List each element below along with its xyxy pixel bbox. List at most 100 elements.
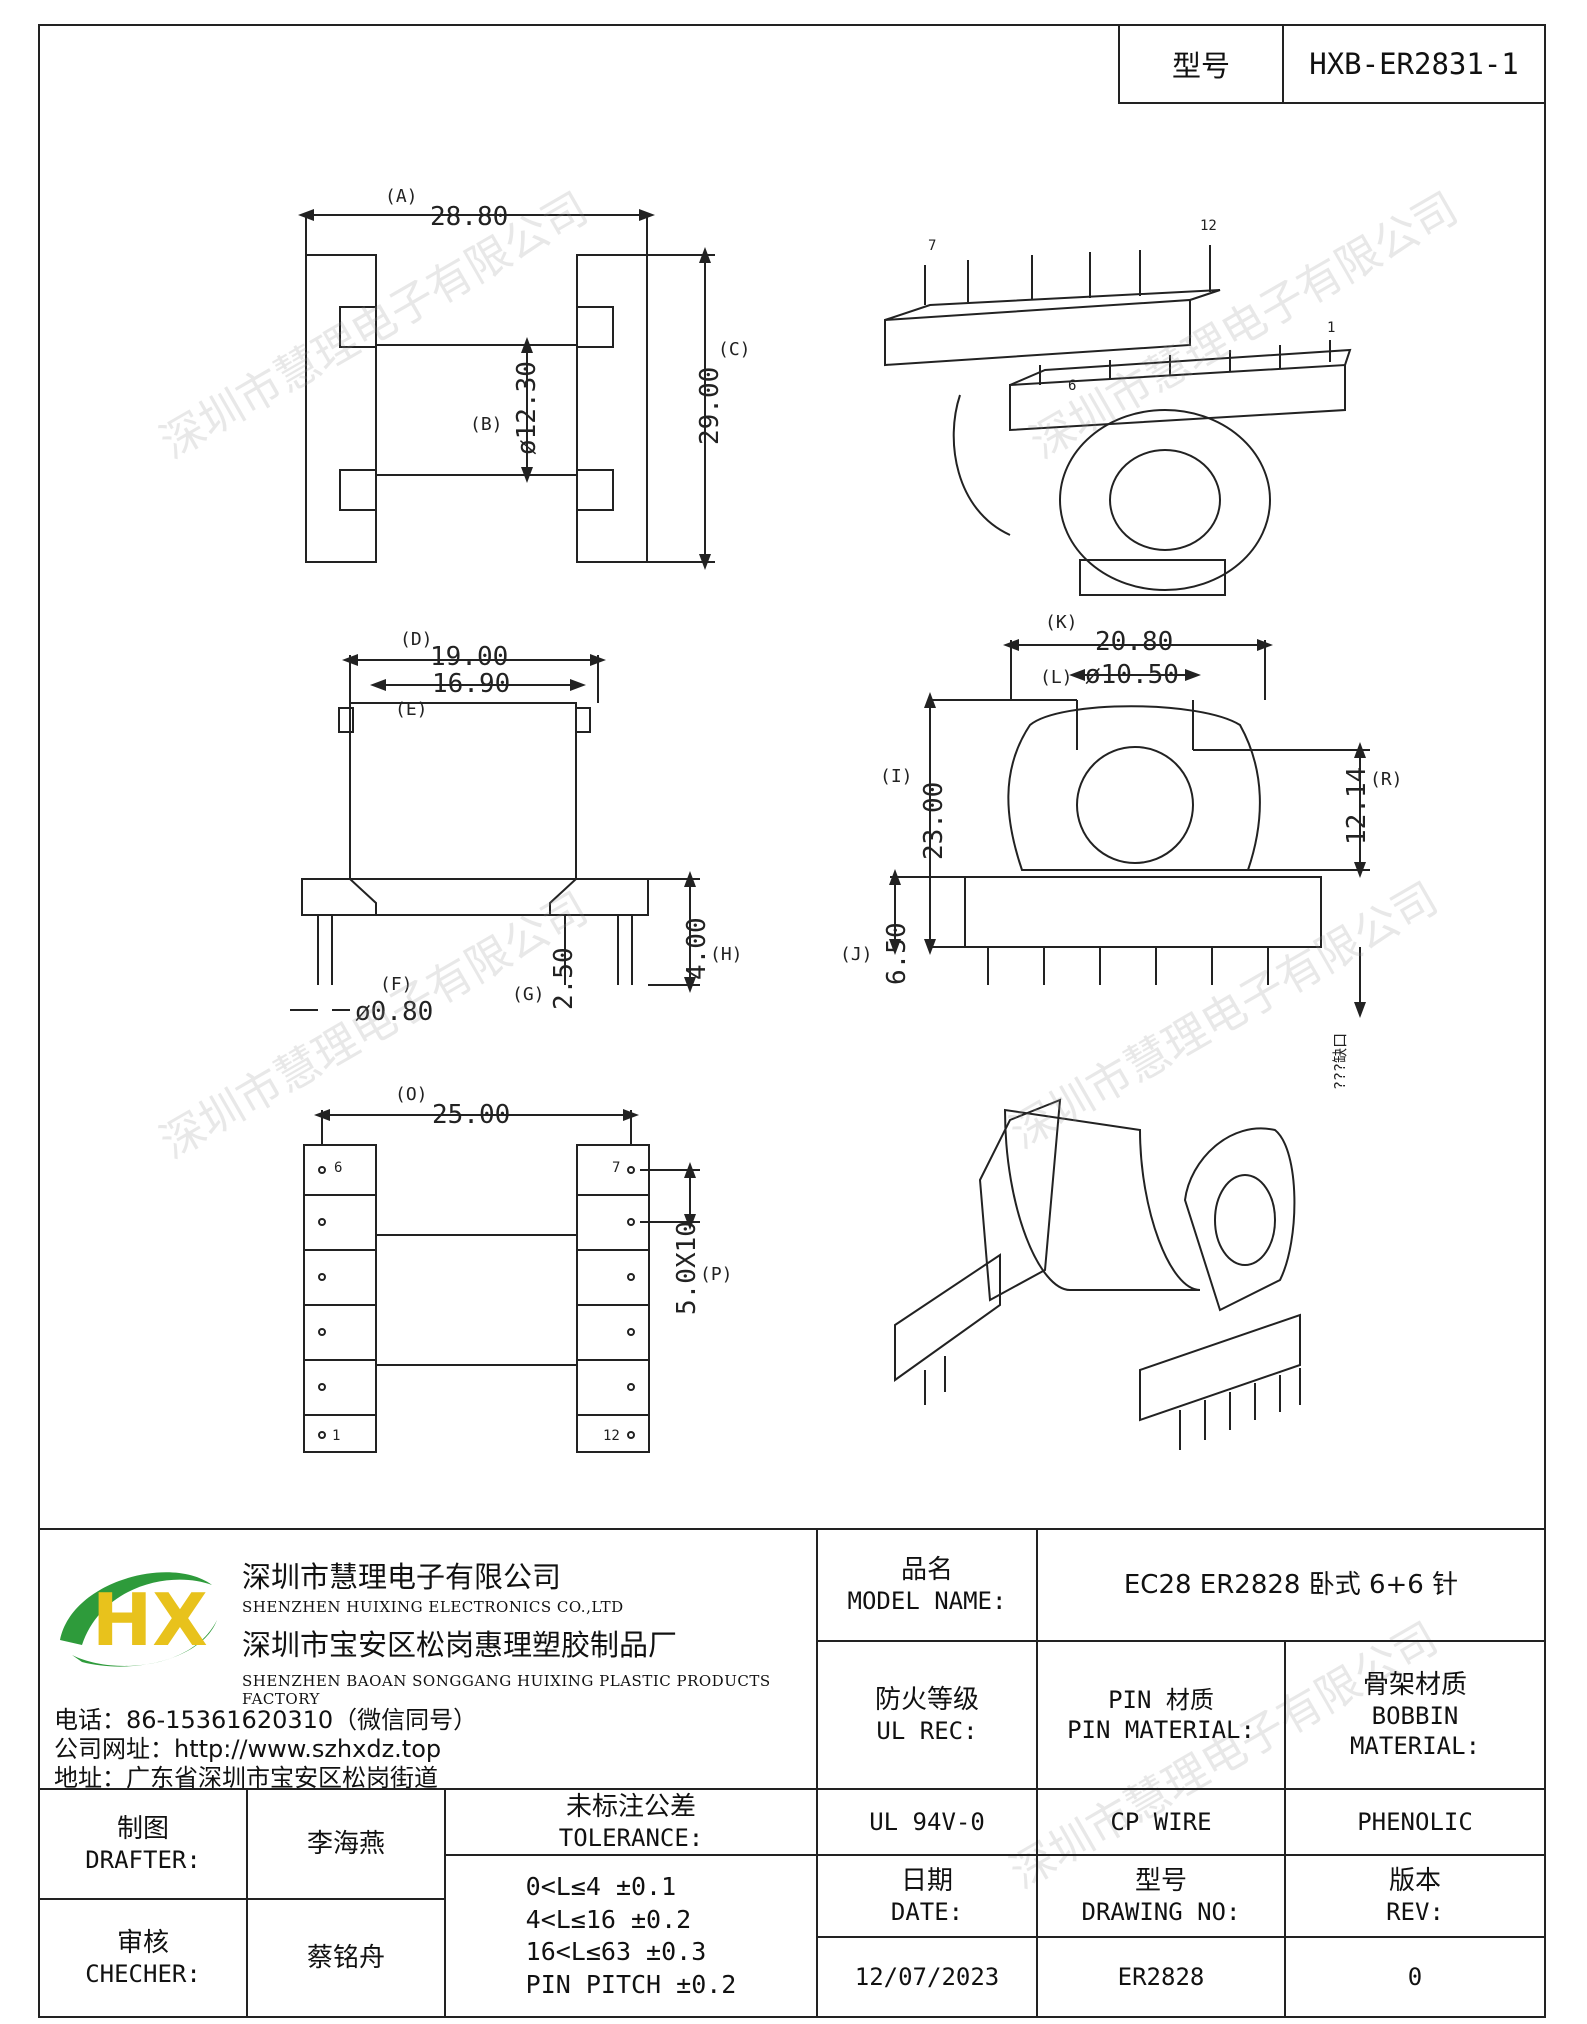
dim-e-tag: (E) [395, 699, 428, 720]
bottom-pin-label-6: 6 [334, 1160, 342, 1176]
bobbin-value-text: PHENOLIC [1357, 1808, 1473, 1836]
pin-label-1: 1 [1327, 320, 1335, 336]
bobbin-en-2: MATERIAL: [1349, 1732, 1481, 1761]
dim-f-value: ø0.80 [355, 997, 433, 1027]
pin-label-12: 12 [1200, 218, 1217, 234]
tolerance-line: 16<L≤63 ±0.3 [525, 1937, 707, 1966]
rev-label: 版本 REV: [1284, 1854, 1546, 1938]
ul-value-text: UL 94V-0 [869, 1808, 985, 1836]
dim-h-tag: (H) [710, 944, 743, 965]
company-name-cn: 深圳市慧理电子有限公司 [242, 1560, 562, 1594]
dim-i-tag: (I) [880, 766, 913, 787]
bobbin-material-label: 骨架材质 BOBBIN MATERIAL: [1284, 1640, 1546, 1790]
phone: 电话：86-15361620310（微信同号） [54, 1706, 478, 1734]
date-value: 12/07/2023 [816, 1936, 1038, 2018]
drawing-en: DRAWING NO: [1081, 1898, 1241, 1927]
ul-rec-label: 防火等级 UL REC: [816, 1640, 1038, 1790]
view-side [290, 654, 700, 1011]
checker-cn: 审核 [116, 1927, 169, 1958]
drawing-no-value: ER2828 [1036, 1936, 1286, 2018]
dim-f-tag: (F) [380, 974, 413, 995]
bottom-pin-label-1: 1 [332, 1428, 340, 1444]
model-name-value: EC28 ER2828 卧式 6+6 针 [1036, 1528, 1546, 1642]
drafter-name: 李海燕 [246, 1788, 446, 1900]
dim-k-tag: (K) [1045, 612, 1078, 633]
company-logo: HX [60, 1572, 217, 1667]
rev-value-text: 0 [1407, 1963, 1423, 1991]
dim-l-value: ø10.50 [1085, 660, 1179, 690]
dim-j-value: 6.50 [882, 922, 912, 985]
tolerance-label: 未标注公差 TOLERANCE: [444, 1788, 818, 1856]
tolerance-cn: 未标注公差 [565, 1791, 696, 1822]
drafter-cn: 制图 [116, 1813, 169, 1844]
address: 地址：广东省深圳市宝安区松岗街道 [54, 1764, 438, 1792]
logo-text: HX [92, 1578, 208, 1662]
pin-label-6: 6 [1068, 378, 1076, 394]
dim-d-value: 19.00 [430, 642, 508, 672]
drawing-cn: 型号 [1134, 1865, 1187, 1896]
model-name-cn: 品名 [900, 1554, 953, 1585]
dim-e-value: 16.90 [432, 669, 510, 699]
dim-j-tag: (J) [840, 944, 873, 965]
drawing-no-label: 型号 DRAWING NO: [1036, 1854, 1286, 1938]
checker-name-text: 蔡铭舟 [306, 1942, 385, 1973]
date-label: 日期 DATE: [816, 1854, 1038, 1938]
pin-value-text: CP WIRE [1110, 1808, 1212, 1836]
tolerance-values: 0<L≤4 ±0.1 4<L≤16 ±0.2 16<L≤63 ±0.3 PIN … [444, 1854, 818, 2018]
bobbin-cn: 骨架材质 [1362, 1669, 1467, 1700]
dim-o-tag: (O) [395, 1084, 428, 1105]
bottom-pin-label-7: 7 [612, 1160, 620, 1176]
technical-drawing: (A) 28.80 (B) ø12.30 (C) 29.00 (D) 19.00… [290, 186, 1403, 1453]
pin-en: PIN MATERIAL: [1067, 1716, 1255, 1744]
dim-b-value: ø12.30 [512, 361, 542, 455]
model-name-text: EC28 ER2828 卧式 6+6 针 [1123, 1569, 1459, 1600]
view-iso-top [884, 245, 1352, 596]
date-en: DATE: [890, 1898, 964, 1927]
tolerance-en: TOLERANCE: [558, 1824, 704, 1853]
pin-value: CP WIRE [1036, 1788, 1286, 1856]
view-front [889, 639, 1370, 1018]
factory-name-cn: 深圳市宝安区松岗惠理塑胶制品厂 [242, 1628, 678, 1662]
model-value: HXB-ER2831-1 [1309, 47, 1519, 81]
ul-en: UL REC: [876, 1717, 978, 1746]
drawing-value-text: ER2828 [1117, 1963, 1205, 1991]
dim-b-tag: (B) [470, 414, 503, 435]
pin-material-label: PIN 材质 PIN MATERIAL: [1036, 1640, 1286, 1790]
dim-k-value: 20.80 [1095, 627, 1173, 657]
dim-g-tag: (G) [512, 984, 545, 1005]
company-info: HX 深圳市慧理电子有限公司 SHENZHEN HUIXING ELECTRON… [38, 1528, 818, 1792]
checker-en: CHECHER: [85, 1960, 201, 1989]
model-name-label: 品名 MODEL NAME: [816, 1528, 1038, 1642]
drafter-name-text: 李海燕 [306, 1828, 385, 1859]
tolerance-line: PIN PITCH ±0.2 [525, 1969, 737, 1999]
date-value-text: 12/07/2023 [854, 1963, 1000, 1991]
bobbin-en-1: BOBBIN [1371, 1702, 1459, 1731]
checker-name: 蔡铭舟 [246, 1898, 446, 2018]
title-block: HX 深圳市慧理电子有限公司 SHENZHEN HUIXING ELECTRON… [38, 1528, 1546, 2018]
tolerance-line: 4<L≤16 ±0.2 [525, 1904, 692, 1934]
date-cn: 日期 [900, 1865, 953, 1896]
dim-h-value: 4.00 [682, 917, 712, 980]
checker-label: 审核 CHECHER: [38, 1898, 248, 2018]
dim-r-value: 12.14 [1342, 767, 1372, 845]
rev-en: REV: [1386, 1898, 1444, 1927]
bobbin-value: PHENOLIC [1284, 1788, 1546, 1856]
model-key: 型号 [1120, 26, 1284, 102]
ul-cn: 防火等级 [874, 1684, 979, 1715]
dim-l-tag: (L) [1040, 667, 1073, 688]
view-bottom [303, 1109, 700, 1453]
dim-d-tag: (D) [400, 629, 433, 650]
website: 公司网址：http://www.szhxdz.top [54, 1735, 442, 1763]
rev-cn: 版本 [1388, 1865, 1441, 1896]
dim-o-value: 25.00 [432, 1100, 510, 1130]
dim-g-value: 2.50 [549, 947, 579, 1010]
drafter-label: 制图 DRAFTER: [38, 1788, 248, 1900]
dim-i-value: 23.00 [919, 782, 949, 860]
ul-value: UL 94V-0 [816, 1788, 1038, 1856]
dim-a-tag: (A) [385, 186, 418, 207]
dim-c-value: 29.00 [695, 367, 725, 445]
dim-a-value: 28.80 [430, 202, 508, 232]
dim-p-value: 5.0X10 [672, 1221, 702, 1315]
drafter-en: DRAFTER: [85, 1846, 201, 1875]
model-name-en: MODEL NAME: [847, 1587, 1007, 1616]
